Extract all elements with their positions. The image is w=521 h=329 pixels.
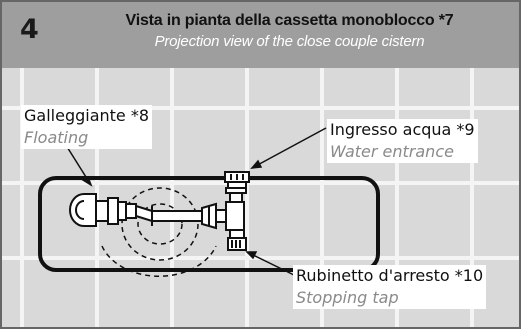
pointer-arrows [63, 127, 327, 277]
header-bar: 4 Vista in pianta della cassetta monoblo… [2, 2, 519, 68]
cistern-outline [38, 176, 380, 272]
label-floating-it: Galleggiante *8 [24, 106, 150, 125]
label-floating: Galleggiante *8 Floating [21, 105, 153, 149]
label-stopping-tap: Rubinetto d'arresto *10 Stopping tap [293, 265, 487, 309]
flush-valve-outline [101, 187, 217, 278]
tile-wall [2, 68, 519, 327]
diagram-title: Vista in pianta della cassetta monoblocc… [125, 12, 454, 29]
label-water-entrance-en: Water entrance [330, 142, 454, 161]
label-floating-en: Floating [24, 128, 89, 147]
inlet-pipe [135, 202, 227, 230]
label-water-entrance-it: Ingresso acqua *9 [330, 120, 475, 139]
label-stopping-tap-en: Stopping tap [296, 288, 399, 307]
float-assembly [69, 193, 137, 227]
inlet-valve [224, 171, 250, 251]
step-number: 4 [20, 14, 39, 45]
label-water-entrance: Ingresso acqua *9 Water entrance [327, 119, 478, 163]
label-stopping-tap-it: Rubinetto d'arresto *10 [296, 266, 484, 285]
diagram-subtitle: Projection view of the close couple cist… [154, 33, 425, 50]
